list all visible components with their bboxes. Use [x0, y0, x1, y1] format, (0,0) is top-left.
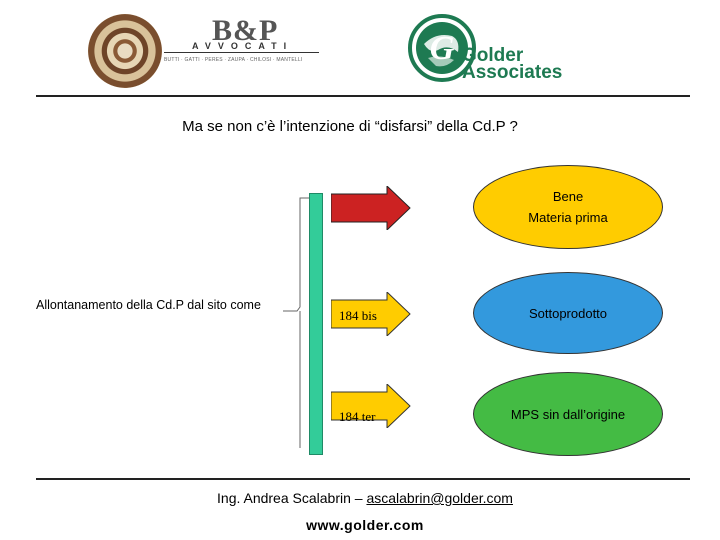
- outcome-bene: Bene Materia prima: [473, 165, 663, 249]
- author-name: Ing. Andrea Scalabrin –: [217, 490, 367, 506]
- bp-divider: [164, 52, 319, 53]
- slide-title: Ma se non c’è l’intenzione di “disfarsi”…: [182, 118, 518, 135]
- golder-logo-line2: Associates: [462, 62, 563, 83]
- golder-logo-text: Golder Associates: [462, 45, 563, 83]
- outcome-bene-line1: Bene: [552, 189, 584, 204]
- outcome-mps: MPS sin dall’origine: [473, 372, 663, 456]
- outcome-sottoprodotto: Sottoprodotto: [473, 272, 663, 354]
- golder-globe-icon: G: [408, 14, 476, 82]
- bottom-divider: [36, 478, 690, 480]
- outcome-sottoprodotto-label: Sottoprodotto: [528, 305, 608, 321]
- golder-logo-line1: Golder: [462, 45, 524, 66]
- central-bar: [309, 193, 323, 455]
- outcome-mps-label: MPS sin dall’origine: [510, 406, 626, 422]
- outcome-bene-line2: Materia prima: [528, 210, 608, 225]
- arrow-red: [331, 186, 411, 230]
- arrow-184-ter-label: 184 ter: [339, 409, 376, 424]
- bp-seal-logo: [88, 14, 162, 88]
- bp-logo: B&P: [212, 14, 279, 47]
- author-email-link[interactable]: ascalabrin@golder.com: [366, 490, 513, 506]
- source-label: Allontanamento della Cd.P dal sito come: [36, 298, 261, 312]
- arrow-184-ter: [331, 384, 411, 428]
- arrow-184-bis-label: 184 bis: [339, 308, 377, 323]
- svg-text:G: G: [430, 30, 455, 67]
- bp-subtitle: AVVOCATI: [192, 41, 294, 51]
- footer-author: Ing. Andrea Scalabrin – ascalabrin@golde…: [0, 490, 720, 506]
- bp-partners: BUTTI · GATTI · PERES · ZAUPA · CHILOSI …: [164, 57, 303, 63]
- website-url[interactable]: www.golder.com: [306, 517, 424, 533]
- arrow-184-bis: [331, 292, 411, 336]
- top-divider: [36, 95, 690, 97]
